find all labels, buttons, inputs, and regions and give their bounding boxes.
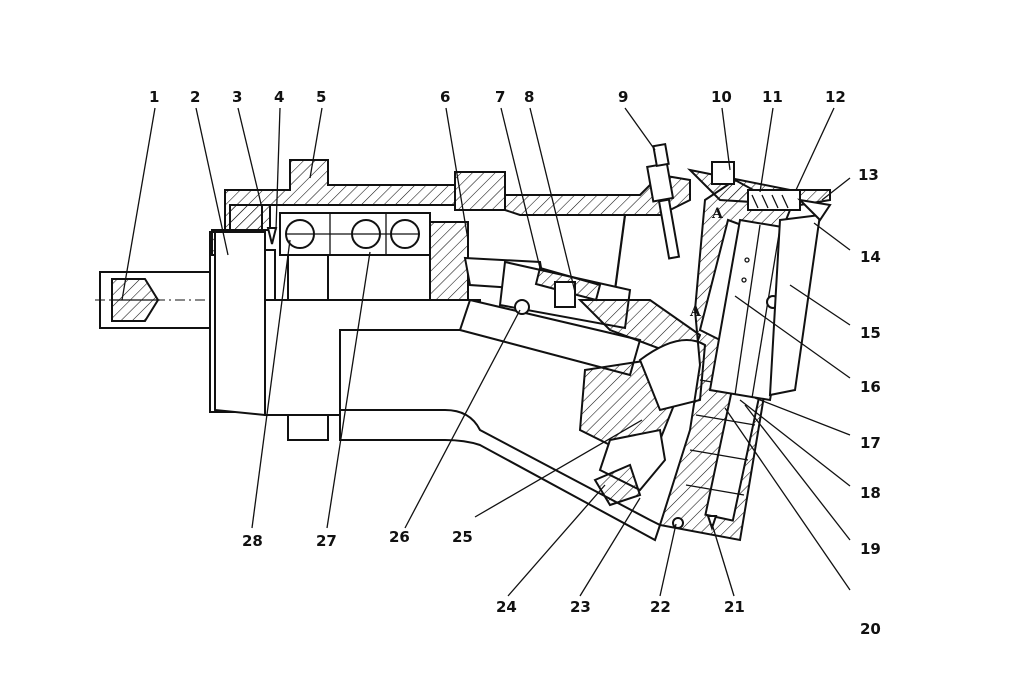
callout-22: 22 bbox=[650, 598, 671, 616]
callout-24: 24 bbox=[496, 598, 517, 616]
callout-7: 7 bbox=[495, 88, 505, 106]
callout-26: 26 bbox=[389, 528, 410, 546]
regulator-cap bbox=[686, 161, 832, 222]
adjusting-screw bbox=[646, 142, 681, 260]
callout-8: 8 bbox=[524, 88, 534, 106]
leader-lines bbox=[121, 107, 851, 597]
callout-10: 10 bbox=[711, 88, 732, 106]
callout-4: 4 bbox=[274, 88, 284, 106]
callout-19: 19 bbox=[860, 540, 881, 558]
section-marker-a-upper: A bbox=[711, 206, 724, 222]
callout-25: 25 bbox=[452, 528, 473, 546]
callout-23: 23 bbox=[570, 598, 591, 616]
callout-16: 16 bbox=[860, 378, 881, 396]
callout-20: 20 bbox=[860, 620, 881, 638]
callout-9: 9 bbox=[618, 88, 628, 106]
callout-28: 28 bbox=[242, 532, 263, 550]
callout-6: 6 bbox=[440, 88, 450, 106]
callout-11: 11 bbox=[762, 88, 783, 106]
housing bbox=[214, 159, 691, 542]
cylinder-block bbox=[578, 339, 707, 507]
callout-labels: 1 2 3 4 5 6 7 8 9 10 11 12 13 14 15 16 1… bbox=[149, 88, 881, 638]
section-marker-a-lower: A bbox=[689, 304, 702, 320]
callout-21: 21 bbox=[724, 598, 745, 616]
bearing-pack bbox=[266, 212, 469, 301]
callout-15: 15 bbox=[860, 324, 881, 342]
callout-18: 18 bbox=[860, 484, 881, 502]
callout-1: 1 bbox=[149, 88, 159, 106]
callout-14: 14 bbox=[860, 248, 881, 266]
callout-12: 12 bbox=[825, 88, 846, 106]
callout-5: 5 bbox=[316, 88, 326, 106]
callout-13: 13 bbox=[858, 166, 879, 184]
callout-2: 2 bbox=[190, 88, 200, 106]
callout-27: 27 bbox=[316, 532, 337, 550]
callout-3: 3 bbox=[232, 88, 242, 106]
callout-17: 17 bbox=[860, 434, 881, 452]
